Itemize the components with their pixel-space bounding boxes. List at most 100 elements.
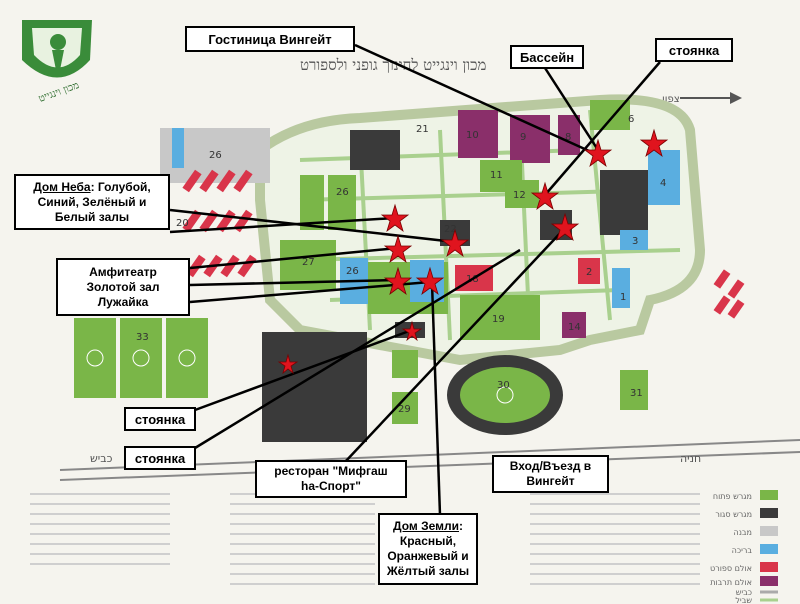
building-5-dark (600, 170, 648, 235)
parking-left (262, 332, 367, 442)
field-31 (620, 370, 648, 410)
callout-pool: Бассейн (510, 45, 584, 69)
label-3: 3 (632, 236, 638, 247)
label-33: 33 (136, 332, 149, 343)
leader-amphi-2 (189, 278, 399, 287)
road-label-right: חניה (680, 452, 701, 465)
callout-hotel-text: Гостиница Вингейт (208, 31, 332, 47)
callout-parking-left2-text: стоянка (134, 450, 186, 466)
label-9: 9 (520, 132, 526, 143)
label-31: 31 (630, 388, 643, 399)
star-amphi-2 (383, 266, 413, 296)
building-dark-central (350, 130, 400, 170)
hall-2 (578, 258, 600, 284)
svg-text:אולם תרבות: אולם תרבות (710, 578, 752, 587)
label-30: 30 (497, 380, 510, 391)
callout-neba-name: Дом Неба (33, 179, 91, 194)
north-arrow-icon: צפון (662, 92, 742, 105)
label-10: 10 (466, 130, 479, 141)
pool-27 (172, 128, 184, 168)
leader-amphi-1 (189, 246, 399, 270)
callout-amphi-line1: Амфитеатр (89, 264, 157, 279)
leader-parking-left2 (194, 248, 521, 450)
star-parking-left (277, 353, 299, 375)
location-stars (277, 128, 669, 375)
label-29: 29 (398, 404, 411, 415)
label-26: 26 (346, 266, 359, 277)
label-1: 1 (620, 292, 626, 303)
label-11: 11 (490, 170, 503, 181)
callout-entrance-line1: Вход/Въезд в (509, 459, 592, 473)
star-neba-1 (380, 203, 410, 233)
label-12: 12 (513, 190, 526, 201)
star-earth (415, 266, 445, 296)
hebrew-title: מכון וינגייט לחינוך גופני ולספורט (300, 56, 486, 74)
callout-parking-top-text: стоянка (668, 42, 720, 58)
pool-right (612, 268, 630, 308)
leader-lines (169, 43, 661, 516)
callout-earth-line2: Красный, (399, 534, 457, 548)
label-20: 20 (176, 218, 189, 229)
star-neba-2 (440, 228, 470, 258)
leader-neba-1 (169, 208, 456, 244)
callout-earth-line4: Жёлтый залы (386, 564, 470, 578)
svg-text:שביל: שביל (735, 596, 752, 604)
star-amphi-1 (383, 234, 413, 264)
callout-hotel: Гостиница Вингейт (185, 26, 355, 52)
building-number-labels: 26 26 27 26 10 9 8 11 12 18 19 6 4 2 14 … (136, 114, 666, 415)
callout-neba-line2: Синий, Зелёный и (37, 194, 147, 209)
callout-parking-left2: стоянка (124, 446, 196, 470)
leader-neba-2 (169, 216, 396, 234)
label-27b: 26 (336, 187, 349, 198)
label-6: 6 (628, 114, 634, 125)
callout-amphi-line2: Золотой зал (86, 279, 160, 294)
hall-14 (562, 312, 586, 338)
field-27b (300, 175, 324, 230)
legend-list-lines (30, 493, 700, 585)
pool-3 (620, 230, 648, 250)
callout-earth: Дом Земли: Красный, Оранжевый и Жёлтый з… (378, 513, 478, 585)
callout-entrance-line2: Вингейт (526, 474, 575, 488)
star-restaurant (401, 320, 423, 342)
road-label-left: כביש (90, 452, 113, 465)
callout-restaurant-line2: ha-Спорт" (301, 479, 361, 493)
legend-labels: מגרש פתוח מגרש סגור מבנה בריכה אולם ספור… (710, 492, 752, 604)
callout-restaurant: ресторан "Мифгаш ha-Спорт" (255, 460, 407, 498)
callout-pool-text: Бассейн (519, 49, 575, 65)
wingate-logo (22, 20, 92, 78)
svg-text:צפון: צפון (662, 94, 680, 105)
fields-33 (74, 318, 208, 398)
pool-4 (648, 150, 680, 205)
callout-entrance: Вход/Въезд в Вингейт (492, 455, 609, 493)
callout-amphi-line3: Лужайка (97, 294, 149, 309)
callout-neba-line3: Белый залы (54, 209, 130, 224)
hall-9 (510, 115, 550, 163)
stadium-30 (447, 355, 563, 435)
label-28: 27 (302, 257, 315, 268)
field-19 (460, 295, 540, 340)
leader-amphi-3 (189, 280, 431, 304)
label-22: 22 (444, 224, 457, 235)
callout-earth-line1: : (459, 519, 463, 533)
callout-parking-left1-text: стоянка (134, 411, 186, 427)
label-14: 14 (568, 322, 581, 333)
svg-text:מגרש פתוח: מגרש פתוח (713, 492, 752, 501)
leader-parking-top (544, 61, 661, 196)
leader-earth (430, 282, 442, 516)
label-4: 4 (660, 178, 666, 189)
star-pool (639, 128, 669, 158)
field-29b (392, 350, 418, 378)
callout-neba: Дом Неба: Голубой, Синий, Зелёный и Белы… (14, 174, 170, 230)
hall-10 (458, 110, 498, 158)
label-19: 19 (492, 314, 505, 325)
callout-earth-line3: Оранжевый и (387, 549, 469, 563)
label-2: 2 (586, 267, 592, 278)
label-8: 8 (565, 132, 571, 143)
star-hotel (583, 138, 613, 168)
label-21: 21 (416, 124, 429, 135)
star-parking-top (530, 181, 560, 211)
leader-parking-left1 (194, 328, 413, 412)
legend (760, 490, 778, 602)
callout-earth-name: Дом Земли (393, 519, 459, 533)
